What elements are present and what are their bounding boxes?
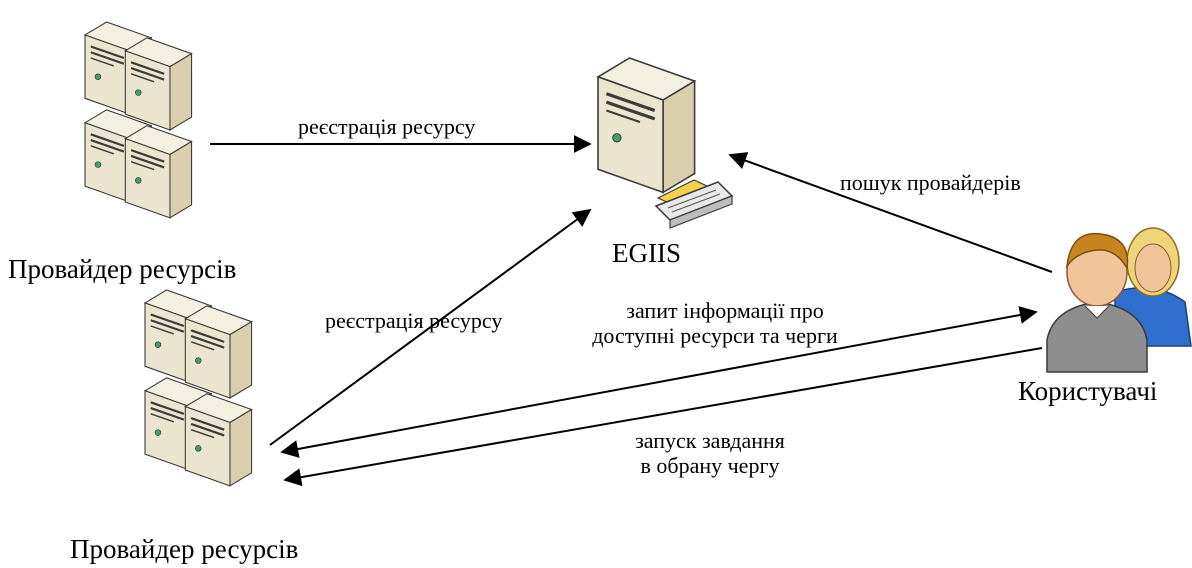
search-label: пошук провайдерів [840,170,1021,195]
query-label-line2: доступні ресурси та черги [592,323,838,349]
users-label: Користувачі [1018,376,1158,406]
provider-bottom-server-icon [145,290,252,486]
edge-submit [283,347,1043,487]
egiis-label: EGIIS [612,238,681,268]
reg-top-label: реєстрація ресурсу [298,114,476,139]
query-label: запит інформації про доступні ресурси та… [545,298,885,349]
users-icon [1046,227,1192,373]
provider-bottom-label: Провайдер ресурсів [70,534,299,564]
edge-query[interactable] [280,306,1038,458]
provider-top-label: Провайдер ресурсів [8,254,237,284]
edge-search [728,152,1053,273]
submit-label-line1: запуск завдання [635,428,785,453]
submit-label-line2: в обрану чергу [640,453,780,479]
egiis-server-icon [596,56,734,229]
provider-top-server-icon [85,22,192,218]
reg-bottom-label: реєстрація ресурсу [325,308,503,333]
query-label-line1: запит інформації про [626,298,824,323]
submit-label: запуск завдання в обрану чергу [590,428,830,479]
